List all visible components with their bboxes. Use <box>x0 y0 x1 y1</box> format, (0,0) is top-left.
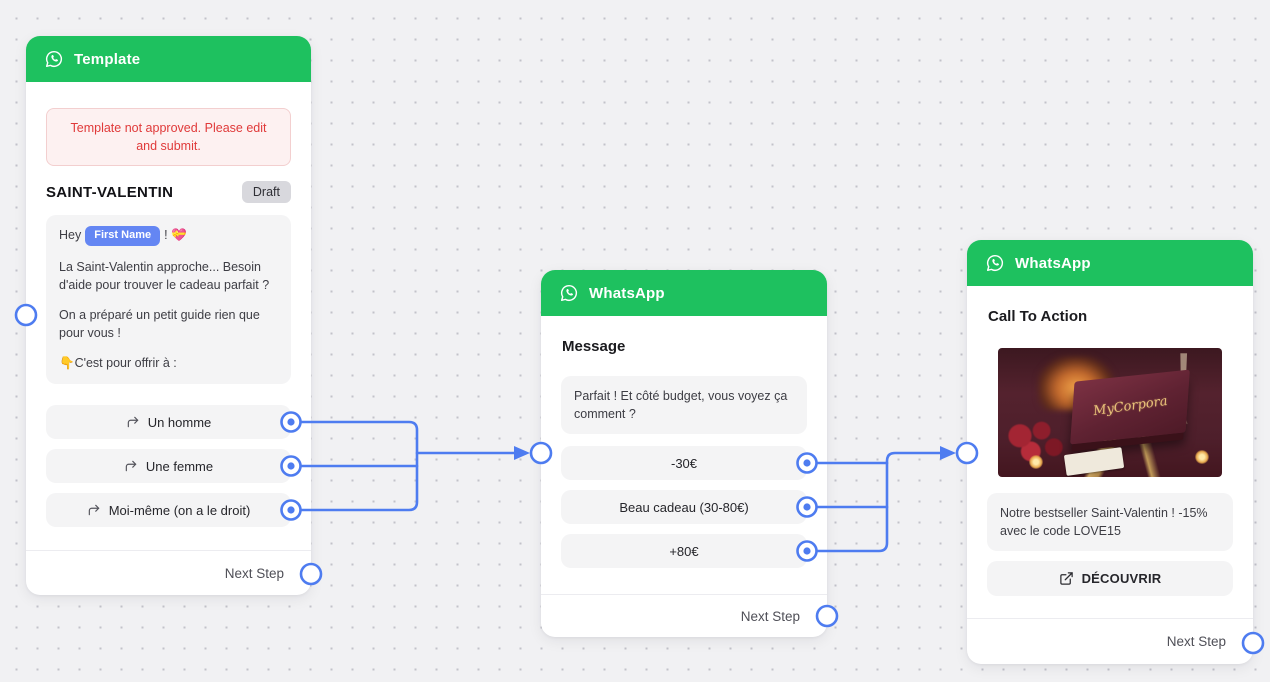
template-error-banner: Template not approved. Please edit and s… <box>46 108 291 167</box>
template-title: SAINT-VALENTIN <box>46 183 174 201</box>
message-node-header: WhatsApp <box>541 270 827 316</box>
cta-node[interactable]: WhatsApp Call To Action MyCorpora Notre … <box>967 240 1253 664</box>
cta-image: MyCorpora <box>998 348 1222 477</box>
corner-up-right-icon <box>87 503 101 517</box>
edge-arrowhead <box>940 446 956 460</box>
quick-reply-moins-30[interactable]: -30€ <box>561 446 807 480</box>
quick-reply-moi-meme[interactable]: Moi-même (on a le droit) <box>46 493 291 527</box>
template-node[interactable]: Template Template not approved. Please e… <box>26 36 311 595</box>
template-node-header: Template <box>26 36 311 82</box>
status-badge: Draft <box>241 181 291 203</box>
candle-glow <box>1194 450 1209 465</box>
external-link-icon <box>1059 571 1074 586</box>
next-step-row: Next Step <box>967 618 1253 664</box>
whatsapp-icon <box>985 253 1005 273</box>
gift-box-script-text: MyCorpora <box>1092 394 1169 420</box>
message-bubble: Parfait ! Et côté budget, vous voyez ça … <box>561 376 807 435</box>
next-step-label: Next Step <box>1166 634 1226 649</box>
quick-reply-plus-80[interactable]: +80€ <box>561 534 807 568</box>
section-label-call-to-action: Call To Action <box>988 308 1088 325</box>
candle-glow <box>1029 455 1044 470</box>
decouvrir-button[interactable]: DÉCOUVRIR <box>987 561 1233 596</box>
node-type-label: Template <box>74 50 141 68</box>
node-type-label: WhatsApp <box>1015 254 1091 272</box>
quick-reply-une-femme[interactable]: Une femme <box>46 449 291 483</box>
corner-up-right-icon <box>124 459 138 473</box>
whatsapp-icon <box>559 283 579 303</box>
next-step-label: Next Step <box>224 565 284 581</box>
message-node[interactable]: WhatsApp Message Parfait ! Et côté budge… <box>541 270 827 637</box>
edge-arrowhead <box>514 446 530 460</box>
message-paragraph: La Saint-Valentin approche... Besoin d'a… <box>59 259 270 293</box>
corner-up-right-icon <box>126 415 140 429</box>
cta-node-header: WhatsApp <box>967 240 1253 286</box>
next-step-row: Next Step <box>26 550 311 595</box>
message-paragraph: On a préparé un petit guide rien que pou… <box>59 308 260 341</box>
whatsapp-icon <box>44 49 64 69</box>
node-type-label: WhatsApp <box>589 284 665 302</box>
next-step-label: Next Step <box>740 608 800 624</box>
variable-chip-first-name: First Name <box>85 226 161 246</box>
quick-reply-un-homme[interactable]: Un homme <box>46 405 291 439</box>
message-paragraph: 👇C'est pour offrir à : <box>59 356 177 371</box>
cta-text-bubble: Notre bestseller Saint-Valentin ! -15% a… <box>987 493 1233 552</box>
gift-box: MyCorpora <box>1070 369 1191 445</box>
section-label-message: Message <box>562 338 626 355</box>
quick-reply-beau-cadeau[interactable]: Beau cadeau (30-80€) <box>561 490 807 524</box>
next-step-row: Next Step <box>541 594 827 637</box>
